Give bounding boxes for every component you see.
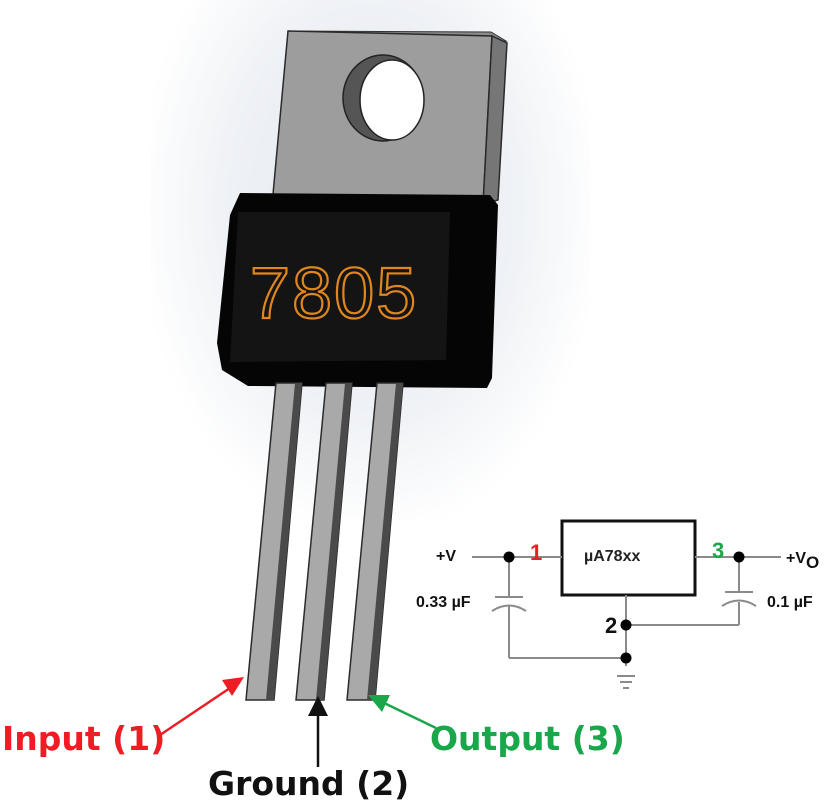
- schematic-pin1: 1: [530, 540, 543, 565]
- output-label-subscript: O: [806, 553, 820, 572]
- ic-label: µA78xx: [584, 548, 641, 565]
- leads: [245, 382, 404, 701]
- output-arrow: [368, 695, 437, 730]
- ic-block: [560, 519, 697, 597]
- mounting-hole: [342, 54, 425, 142]
- output-pin-label: Output (3): [430, 719, 625, 758]
- input-arrow: [159, 677, 244, 737]
- input-capacitor-value: 0.33 µF: [416, 594, 471, 611]
- output-capacitor-value: 0.1 µF: [767, 594, 813, 611]
- lead-ground: [295, 382, 353, 701]
- lead-output: [346, 382, 404, 701]
- input-pin-label: Input (1): [2, 719, 166, 758]
- output-label-text: +V: [786, 550, 807, 567]
- schematic-pin2: 2: [605, 613, 618, 638]
- ground-pin-label: Ground (2): [208, 764, 410, 803]
- plastic-body: [217, 193, 498, 388]
- schematic-input-label: +V: [436, 548, 457, 565]
- part-number-marking: 7805: [250, 254, 418, 334]
- ground-arrow: [308, 696, 328, 767]
- schematic: [472, 519, 781, 689]
- lead-input: [245, 382, 303, 701]
- schematic-pin3: 3: [712, 538, 725, 563]
- schematic-output-label: +VO: [786, 548, 819, 572]
